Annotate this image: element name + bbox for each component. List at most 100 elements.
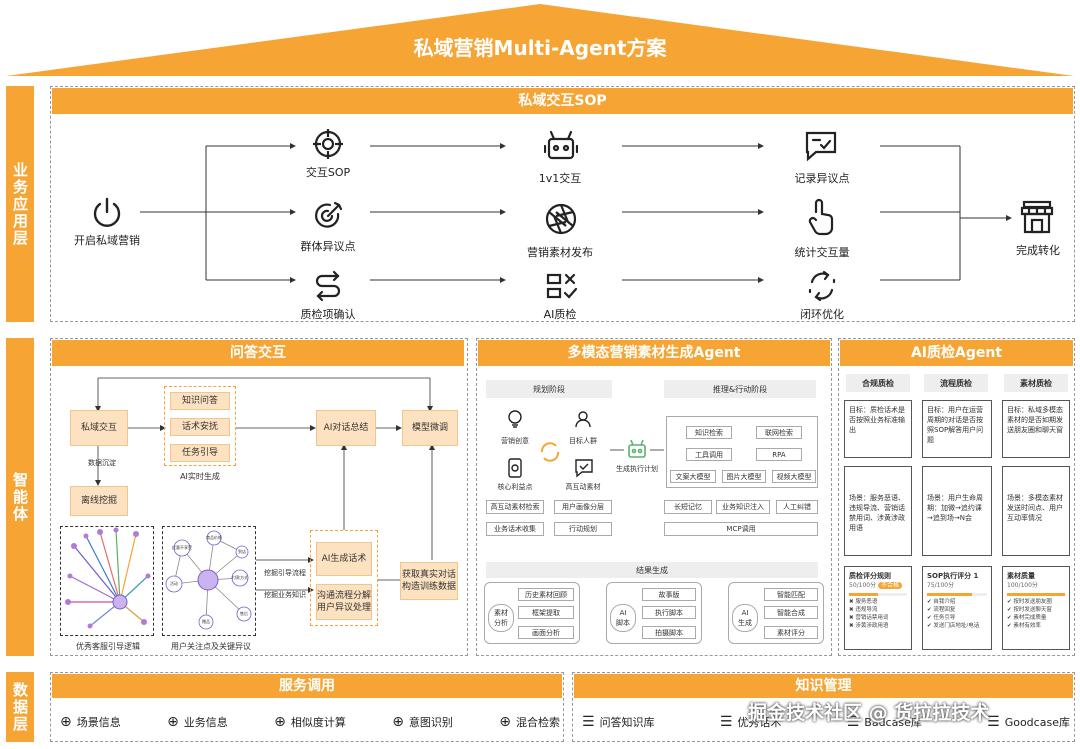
- qa-flow: 沟通流程分解 用户异议处理: [316, 584, 372, 620]
- database-icon: ☰: [719, 714, 733, 730]
- robot-icon: [544, 130, 578, 160]
- layer-data: 数据层: [6, 672, 34, 742]
- qa-graph1: [60, 526, 154, 636]
- qc-panel: [838, 338, 1075, 656]
- sop-start-label: 开启私域营销: [74, 234, 140, 247]
- sop-end-label: 完成转化: [1016, 244, 1060, 257]
- g2-node-4: 售后: [240, 610, 248, 616]
- mm-br-3: MCP调用: [664, 522, 818, 536]
- sop-connectors: [140, 143, 1012, 283]
- route-icon: [315, 270, 341, 302]
- service-item-2: ⊕相似度计算: [274, 714, 346, 730]
- qc-goal-0: 目标：质检话术是否按照业务标准输出: [844, 400, 912, 458]
- mm-panel: [476, 338, 832, 656]
- qc-goal-1: 目标：用户在运营周期的对话是否按照SOP解答用户问题: [922, 400, 992, 458]
- qc-title: AI质检Agent: [840, 340, 1073, 366]
- mm-plan-0: 营销创意: [501, 437, 529, 445]
- phone-icon: [508, 458, 522, 478]
- refresh-icon: [808, 270, 836, 302]
- mm-g1: [484, 582, 580, 644]
- watermark: 掘金技术社区 @ 货拉拉技术: [748, 702, 990, 724]
- mm-bl-3: 行动规划: [554, 522, 612, 536]
- g2-node-2: 到店: [238, 548, 246, 554]
- target-icon: [313, 129, 343, 159]
- qa-graph2-network: 优惠不享受 商品价格 到店 付款方式 售后 赠品 活动: [165, 530, 252, 630]
- qc-scene-0: 场景：服务恶语、违规导流、营销话禁用词、涉黄涉政用语: [844, 466, 912, 556]
- mm-plan-3: 高互动素材: [565, 483, 601, 491]
- qa-flow-label2: 挖掘业务知识: [264, 591, 306, 599]
- sop-title: 私域交互SOP: [52, 88, 1073, 114]
- qa-kb-1: 话术安抚: [170, 418, 230, 436]
- mm-g3-0: 智能匹配: [764, 588, 818, 601]
- globe-icon: ⊕: [499, 714, 511, 730]
- g2-node-5: 赠品: [202, 618, 210, 624]
- bulb-icon: [508, 410, 522, 428]
- qa-graph1-network: [65, 527, 151, 629]
- g2-node-6: 活动: [170, 580, 178, 586]
- mm-g1-1: 框架提取: [518, 606, 574, 619]
- mm-g1-2: 画面分析: [518, 626, 574, 639]
- globe-icon: ⊕: [392, 714, 404, 730]
- mm-tool-0: 知识检索: [686, 426, 732, 439]
- mm-tool-2: 工具调用: [686, 448, 732, 461]
- mm-bl-2: 业务话术收集: [486, 522, 544, 536]
- sop-col1-1: 群体异议点: [300, 240, 356, 253]
- mm-result: 结果生成: [486, 562, 818, 578]
- knowledge-items: ☰问答知识库 ☰优秀话术 ☰Badcase库 ☰Goodcase库: [582, 710, 1070, 734]
- mm-bl-0: 高互动素材检索: [486, 500, 544, 514]
- qa-kb-group: [164, 386, 236, 466]
- mm-g2-0: 故事版: [642, 588, 696, 601]
- cycle-icon: [540, 442, 560, 462]
- people-icon: [575, 411, 591, 428]
- service-item-3: ⊕意图识别: [392, 714, 453, 730]
- sop-col2-1: 营销素材发布: [527, 246, 593, 259]
- dart-icon: [315, 201, 343, 228]
- sop-panel: [50, 86, 1075, 322]
- power-icon: [93, 197, 121, 227]
- sop-col1-2: 质检项确认: [300, 308, 356, 321]
- mm-tool-5: 图片大模型: [722, 470, 766, 483]
- mm-title: 多模态营销素材生成Agent: [478, 340, 830, 366]
- qa-connectors: [95, 377, 435, 593]
- layer-agent: 智能体: [6, 338, 34, 656]
- service-panel: [50, 672, 564, 742]
- aperture-icon: [545, 203, 577, 235]
- page-title: 私域营销Multi-Agent方案: [413, 36, 667, 60]
- mm-br-0: 长短记忆: [664, 500, 712, 514]
- qc-score-1: SOP执行评分 1 75/100分 ✔ 自我介绍 ✔ 流程回复 ✔ 任务引导 ✔…: [922, 566, 992, 650]
- service-item-0: ⊕场景信息: [60, 714, 121, 730]
- qa-flow-label1: 挖掘引导流程: [264, 569, 306, 577]
- qa-gen-script: AI生成话术: [316, 542, 372, 576]
- database-icon: ☰: [987, 714, 1000, 730]
- qa-mining: 离线挖掘: [70, 486, 128, 516]
- globe-icon: ⊕: [274, 714, 286, 730]
- mm-g2-2: 拍摄脚本: [642, 626, 696, 639]
- sop-col3-1: 统计交互量: [794, 246, 850, 259]
- mm-tools-group: [666, 416, 818, 488]
- qa-private: 私域交互: [70, 410, 128, 446]
- layer-business: 业务应用层: [6, 86, 34, 322]
- g2-node-1: 商品价格: [206, 534, 222, 540]
- globe-icon: ⊕: [60, 714, 72, 730]
- qa-deposit: 数据沉淀: [88, 459, 116, 467]
- sop-col2-2: AI质检: [543, 308, 577, 321]
- mm-g2: [606, 582, 702, 644]
- qc-score-2: 素材质量 100/100分 ✔ 按时发送朋友圈 ✔ 按时发送聊天窗 ✔ 素材完成…: [1002, 566, 1070, 650]
- qc-scene-2: 场景：多模态素材发送时间点、用户互动率情况: [1002, 466, 1070, 556]
- mm-g2-1: 执行脚本: [642, 606, 696, 619]
- qc-badge: 不合格: [878, 582, 903, 589]
- mm-g1-0: 历史素材回顾: [518, 588, 574, 601]
- mm-g3: [728, 582, 824, 644]
- robot-small-icon: [628, 439, 646, 458]
- qa-kb-2: 任务引导: [170, 444, 230, 462]
- qc-score-0: 质检评分规则 50/100分 不合格 ✖ 服务恶语 ✖ 违规导流 ✖ 营销话禁用…: [844, 566, 912, 650]
- sop-col3-0: 记录异议点: [794, 172, 850, 185]
- chat-note-icon: [805, 131, 837, 162]
- g2-node-3: 付款方式: [232, 574, 248, 580]
- service-items: ⊕场景信息 ⊕业务信息 ⊕相似度计算 ⊕意图识别 ⊕混合检索: [60, 710, 560, 734]
- mm-plan-2: 核心利益点: [497, 483, 533, 491]
- qa-cap2: 用户关注点及关键异议: [171, 642, 251, 651]
- sop-col1-0: 交互SOP: [305, 166, 351, 179]
- sop-col3-2: 闭环优化: [800, 308, 844, 321]
- mm-reason: 推理&行动阶段: [664, 380, 816, 398]
